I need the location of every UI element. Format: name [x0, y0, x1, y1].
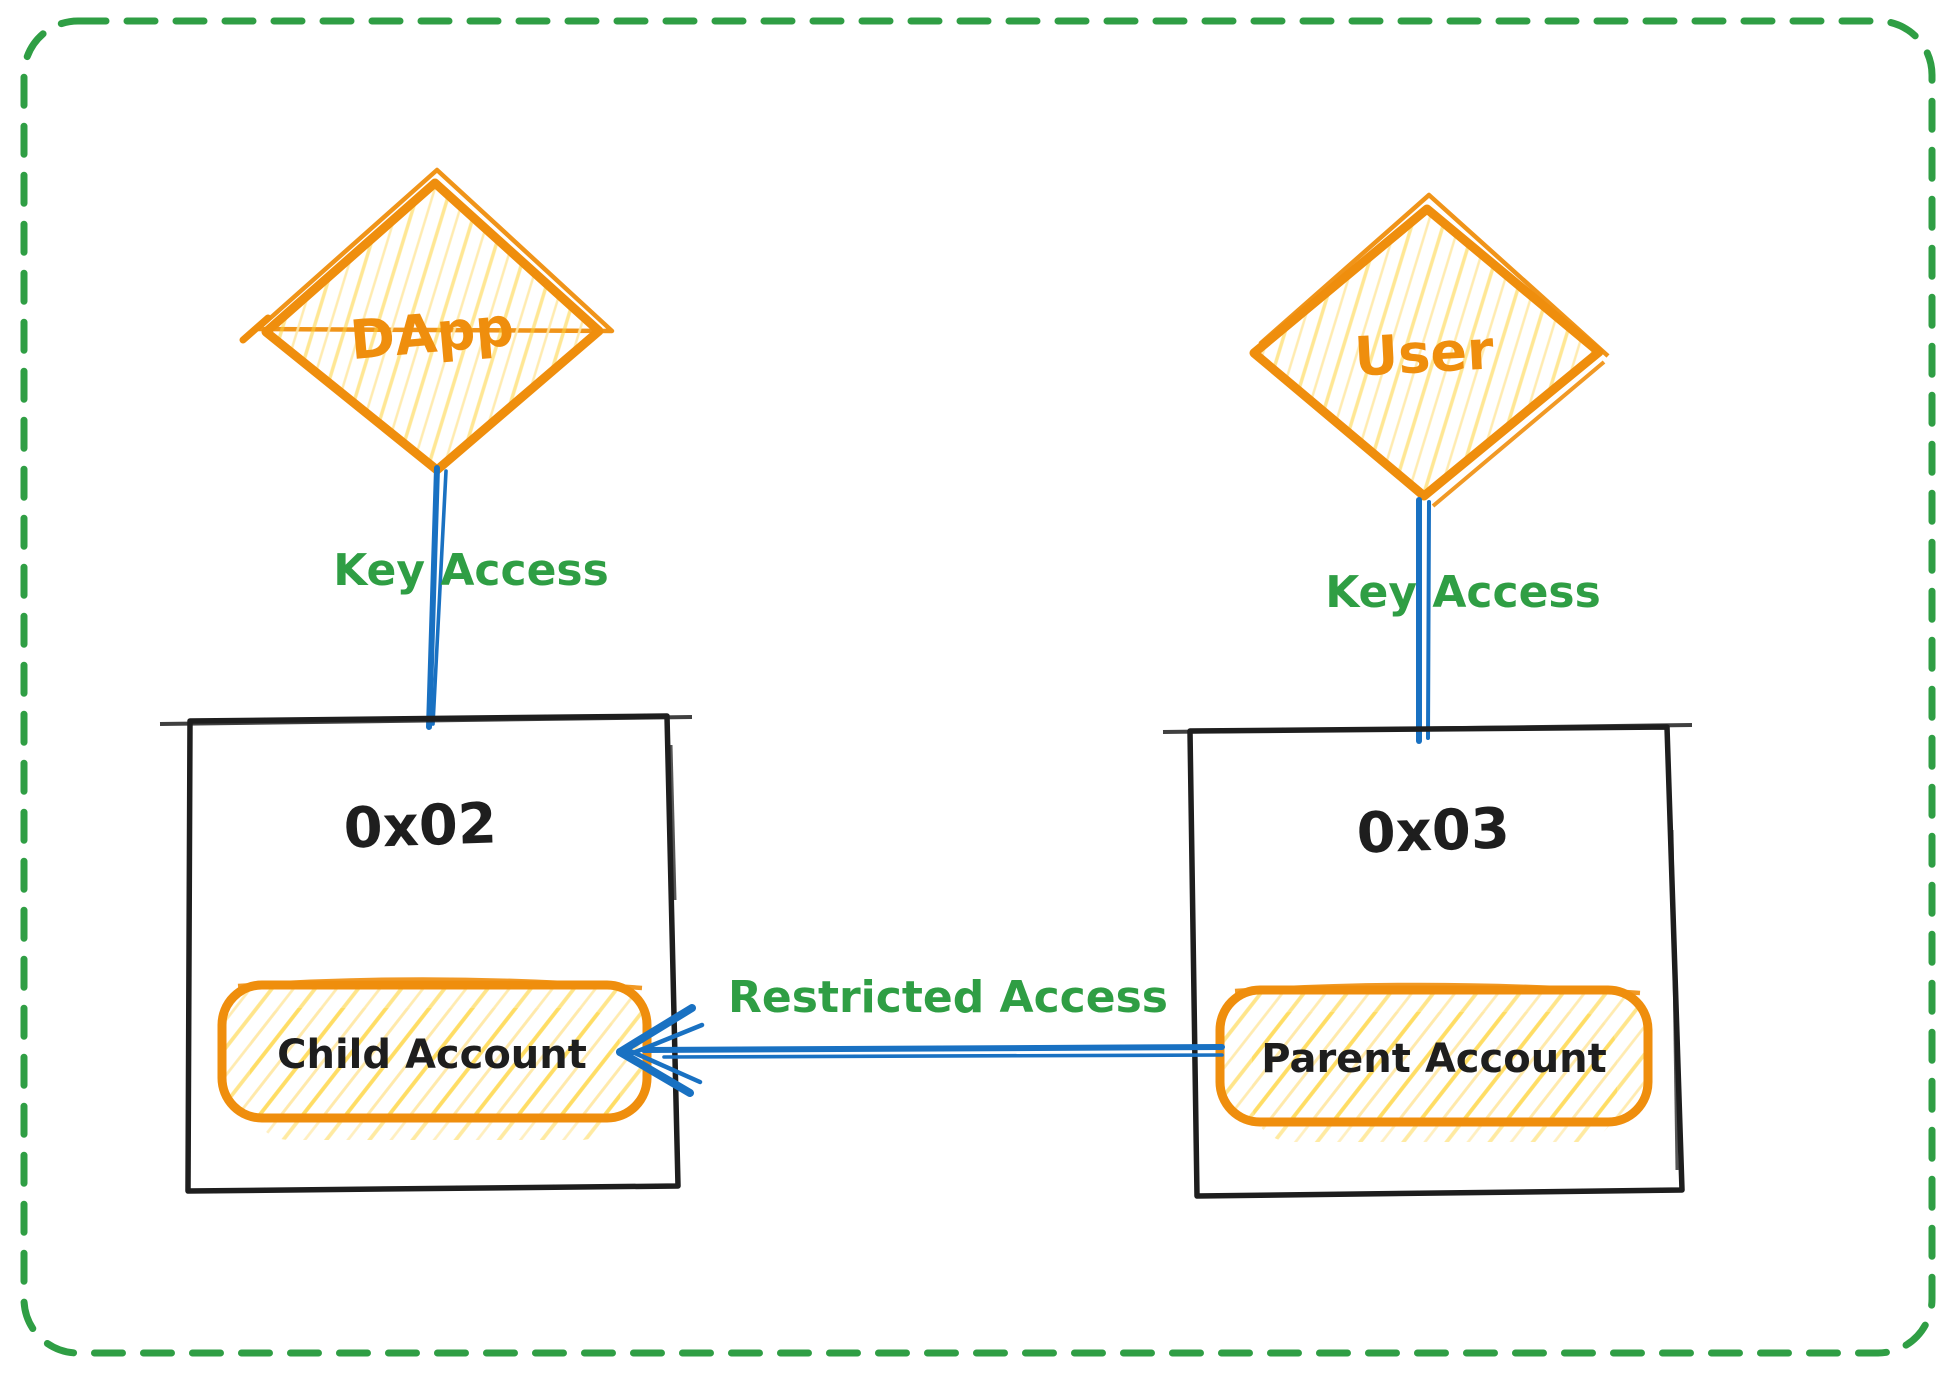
- child-account-label: Child Account: [277, 1032, 587, 1078]
- account-right-label: 0x03: [1356, 796, 1511, 866]
- dapp-key-access-edge: Key Access: [333, 465, 609, 730]
- key-access-label-right: Key Access: [1325, 567, 1601, 618]
- box-outline: [1187, 724, 1685, 1199]
- restricted-access-label: Restricted Access: [728, 972, 1168, 1023]
- user-label: User: [1353, 318, 1496, 388]
- box-edge-overdraw: [1670, 829, 1679, 1171]
- dashed-frame: [20, 17, 1936, 1357]
- dapp-label: DApp: [347, 295, 516, 372]
- box-edge-overdraw: [669, 744, 677, 901]
- user-diamond-edge-2: [1431, 360, 1606, 508]
- parent-account-label: Parent Account: [1261, 1036, 1607, 1082]
- restricted-access-edge: Restricted Access: [616, 972, 1225, 1097]
- user-node: User: [1249, 192, 1610, 508]
- edge-line: [641, 1044, 1225, 1053]
- edge-line: [426, 465, 440, 730]
- arrowhead-left: [616, 1004, 705, 1097]
- edge-line-doubled: [431, 469, 448, 726]
- user-diamond-shape: [1249, 204, 1604, 501]
- account-box-left: 0x02 Child Account: [159, 713, 693, 1194]
- account-box-right: 0x03 Parent Account: [1162, 723, 1693, 1199]
- edge-line-doubled: [662, 1053, 1224, 1059]
- edge-line-doubled: [1426, 500, 1431, 740]
- dapp-diamond-corner-stroke: [239, 314, 272, 344]
- user-diamond-outline-2: [1258, 192, 1610, 358]
- user-key-access-edge: Key Access: [1325, 497, 1601, 744]
- child-account-pill: Child Account: [217, 977, 652, 1140]
- dapp-node: DApp: [239, 167, 615, 475]
- key-access-label-left: Key Access: [333, 545, 609, 596]
- account-left-label: 0x02: [343, 791, 498, 861]
- parent-account-pill: Parent Account: [1215, 982, 1653, 1142]
- box-outline: [185, 713, 681, 1194]
